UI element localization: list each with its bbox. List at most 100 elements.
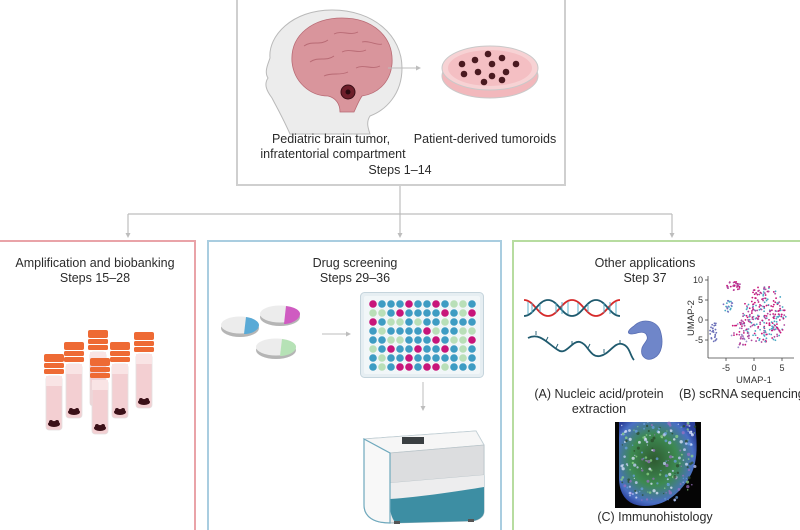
tissue-speckle bbox=[655, 457, 659, 461]
tissue-speckle bbox=[688, 424, 691, 427]
umap-cell-point bbox=[751, 318, 754, 320]
umap-cell-point bbox=[755, 340, 757, 342]
umap-cell-point bbox=[763, 310, 765, 313]
tissue-speckle bbox=[643, 427, 645, 430]
pill-magenta bbox=[260, 305, 300, 326]
tissue-speckle bbox=[665, 460, 667, 462]
plate-well bbox=[459, 309, 467, 317]
umap-cell-point bbox=[772, 326, 774, 329]
dna-double-helix-icon bbox=[523, 299, 621, 317]
brain-tumor-illustration bbox=[265, 9, 403, 135]
umap-cell-point bbox=[755, 323, 758, 326]
umap-cell-point bbox=[755, 304, 757, 307]
umap-cell-point bbox=[736, 284, 739, 286]
tissue-speckle bbox=[628, 485, 631, 488]
plate-well bbox=[387, 354, 395, 362]
tissue-speckle bbox=[666, 478, 669, 481]
umap-cell-point bbox=[742, 320, 744, 323]
tissue-speckle bbox=[660, 470, 662, 472]
umap-cell-point bbox=[778, 313, 781, 316]
plate-well bbox=[459, 363, 467, 371]
tissue-speckle bbox=[682, 477, 685, 479]
plate-well bbox=[441, 336, 449, 344]
source-label-left-2: infratentorial compartment bbox=[260, 147, 406, 161]
umap-cell-point bbox=[715, 338, 718, 340]
tissue-speckle bbox=[628, 491, 632, 495]
umap-cell-point bbox=[745, 308, 748, 311]
tissue-speckle bbox=[684, 442, 688, 445]
plate-well bbox=[432, 309, 440, 317]
tissue-speckle bbox=[628, 429, 631, 432]
umap-cell-point bbox=[750, 339, 753, 342]
umap-cell-point bbox=[777, 316, 780, 318]
plate-well bbox=[432, 345, 440, 353]
umap-cell-point bbox=[747, 319, 750, 321]
umap-cell-point bbox=[774, 313, 777, 316]
rna-strand-icon bbox=[527, 335, 635, 361]
panel-drug-title: Drug screening bbox=[312, 256, 398, 270]
umap-cell-point bbox=[772, 313, 775, 315]
umap-cell-point bbox=[742, 343, 744, 346]
plate-well bbox=[414, 354, 422, 362]
tissue-speckle bbox=[640, 467, 643, 469]
plate-well bbox=[369, 318, 377, 326]
umap-cell-point bbox=[758, 289, 760, 292]
umap-cell-point bbox=[709, 329, 711, 332]
tissue-speckle bbox=[687, 439, 689, 441]
tissue-speckle bbox=[633, 429, 635, 431]
umap-cell-point bbox=[742, 315, 744, 318]
plate-well bbox=[468, 309, 476, 317]
umap-cell-point bbox=[772, 305, 774, 308]
tissue-speckle bbox=[649, 459, 653, 462]
tissue-speckle bbox=[668, 472, 672, 477]
label-immunohistology: (C) Immunohistology bbox=[597, 510, 713, 524]
tissue-speckle bbox=[636, 466, 639, 469]
tissue-speckle bbox=[647, 421, 649, 423]
plate-reader-instrument bbox=[362, 430, 485, 524]
plate-well bbox=[414, 363, 422, 371]
umap-cell-point bbox=[726, 299, 729, 302]
tissue-speckle bbox=[646, 444, 649, 446]
umap-cell-point bbox=[741, 337, 744, 340]
tissue-speckle bbox=[650, 438, 654, 443]
umap-cell-point bbox=[763, 286, 766, 289]
umap-cell-point bbox=[747, 337, 750, 340]
umap-cell-point bbox=[735, 280, 738, 283]
umap-cell-point bbox=[773, 320, 776, 323]
plate-well bbox=[459, 336, 467, 344]
tissue-speckle bbox=[678, 456, 681, 460]
panel-drug-steps: Steps 29–36 bbox=[319, 271, 391, 285]
tissue-speckle bbox=[641, 458, 644, 461]
umap-cell-point bbox=[729, 285, 732, 288]
umap-cell-point bbox=[759, 328, 761, 331]
umap-cell-point bbox=[756, 293, 759, 296]
umap-cell-point bbox=[762, 294, 765, 297]
umap-cell-point bbox=[764, 340, 767, 343]
tissue-speckle bbox=[687, 452, 691, 457]
plate-well bbox=[441, 354, 449, 362]
umap-cell-point bbox=[774, 292, 777, 295]
plate-well bbox=[369, 309, 377, 317]
umap-cell-point bbox=[736, 323, 739, 325]
tissue-speckle bbox=[668, 451, 670, 454]
pill-blue bbox=[221, 316, 259, 337]
umap-cell-point bbox=[748, 315, 751, 318]
plate-well bbox=[423, 345, 431, 353]
plate-well bbox=[468, 336, 476, 344]
tissue-speckle bbox=[647, 429, 650, 433]
umap-cell-point bbox=[745, 314, 748, 317]
umap-cell-point bbox=[714, 328, 717, 331]
umap-cell-point bbox=[770, 333, 773, 336]
umap-cell-point bbox=[776, 302, 779, 304]
tissue-speckle bbox=[626, 464, 629, 467]
umap-cell-point bbox=[757, 315, 760, 318]
plate-well bbox=[423, 363, 431, 371]
plate-well bbox=[414, 327, 422, 335]
plate-well bbox=[432, 354, 440, 362]
umap-cell-point bbox=[776, 335, 779, 338]
umap-cell-point bbox=[771, 322, 774, 324]
cryovial-tube bbox=[44, 354, 64, 431]
umap-cell-point bbox=[758, 339, 761, 342]
plate-well bbox=[387, 300, 395, 308]
umap-cell-point bbox=[763, 305, 766, 308]
